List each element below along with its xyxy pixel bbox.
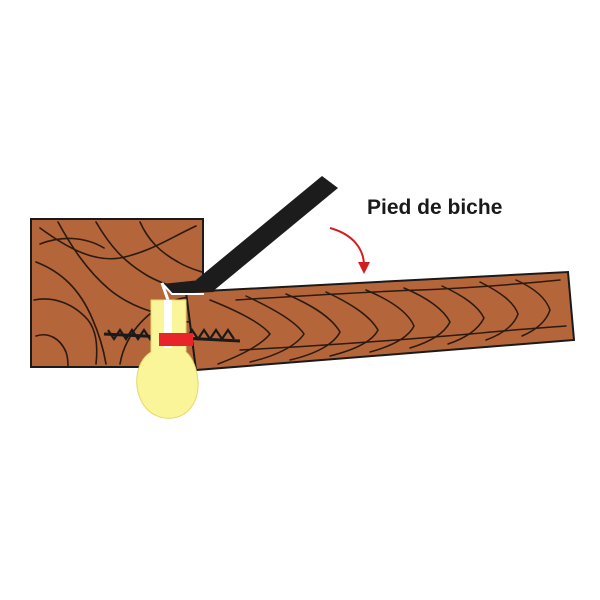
pry-bar-label: Pied de biche (367, 196, 503, 219)
side-grain (209, 279, 567, 365)
yellow-handle (136, 299, 199, 419)
direction-arrow (329, 227, 370, 274)
red-band (159, 333, 193, 346)
right-board (184, 270, 576, 372)
pry-bar (160, 176, 338, 301)
